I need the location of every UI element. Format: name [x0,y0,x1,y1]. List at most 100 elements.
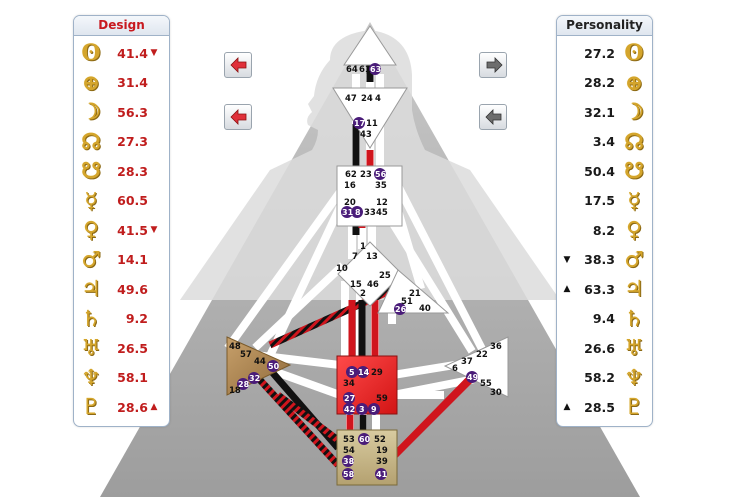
gate-28: 28 [238,380,250,389]
sun-icon: ʘ [624,40,644,66]
activation-value: 26.6 [584,340,615,356]
sun-icon: ʘ [81,40,101,66]
gate-25: 25 [379,271,391,281]
earth-icon: ⊕ [624,69,644,96]
moon-icon: ☽ [81,99,101,125]
gate-20: 20 [344,198,356,208]
gate-61: 61 [359,65,371,75]
personality-next-button[interactable] [479,52,507,78]
neptune-icon: ♆ [81,364,101,391]
planet-row: ♂ 14.1 [78,247,160,273]
mars-icon: ♂ [81,246,101,273]
planet-row: ▼38.3♂ [561,247,647,273]
gate-46: 46 [367,280,379,290]
gate-1: 1 [360,242,366,252]
planet-row: 8.2♀ [561,217,647,243]
activation-value: 63.3 [584,281,615,297]
gate-9: 9 [371,405,377,414]
south-node-icon: ☋ [624,158,644,184]
planet-row: ☋28.3 [78,158,160,184]
arrow-left-icon [485,109,502,125]
heart-center [377,269,450,314]
gate-38: 38 [343,457,355,466]
gate-55: 55 [480,379,492,389]
activation-value: 26.5 [117,340,148,356]
planet-row: ☽ 56.3 [78,99,160,125]
activation-value: 58.2 [584,370,615,385]
gate-54: 54 [343,446,355,456]
activation-value: 56.3 [117,104,148,120]
planet-row: ♄ 9.2 [78,306,160,332]
pluto-icon: ♇ [624,394,644,420]
gate-52: 52 [374,435,386,445]
activation-value: 50.4 [584,163,615,179]
gate-8: 8 [355,208,361,217]
planet-row: ♅26.5 [78,335,160,361]
mercury-icon: ☿ [84,187,98,214]
activation-value: 14.1 [117,252,148,267]
design-prev-alt-button[interactable] [224,104,252,130]
activation-value: 9.2 [125,311,148,326]
activation-value: 58.1 [117,370,148,385]
activation-value: 49.6 [117,281,148,297]
gate-4: 4 [375,94,381,104]
activation-value: 17.5 [584,193,615,208]
design-prev-button[interactable] [224,52,252,78]
fixing-marker: ▲ [150,402,158,412]
gate-60: 60 [359,435,371,444]
fixing-marker: ▼ [563,254,571,265]
saturn-icon: ♄ [81,305,101,332]
gate-53: 53 [343,435,355,445]
planet-row: 32.1☽ [561,99,647,125]
personality-prev-button[interactable] [479,104,507,130]
planet-row: ☊27.3 [78,129,160,155]
activation-value: 28.2 [584,75,615,90]
planet-row: 17.5 ☿ [561,188,647,214]
pluto-icon: ♇ [81,394,101,420]
fixing-marker: ▲ [563,284,571,294]
arrow-right-icon [486,57,503,73]
activation-value: 28.5 [584,399,615,415]
planet-row: 3.4 ☊ [561,129,647,155]
planet-row: ▲63.3♃ [561,276,647,302]
gate-40: 40 [419,304,431,314]
mars-icon: ♂ [624,246,644,273]
gate-43: 43 [360,130,372,140]
ajna-center [332,87,408,149]
gate-5: 5 [349,368,355,377]
north-node-icon: ☊ [624,128,644,155]
mercury-icon: ☿ [627,187,641,214]
gate-35: 35 [375,181,387,191]
planet-row: 9.4♄ [561,306,647,332]
gate-37: 37 [461,357,473,367]
activation-value: 41.4 [117,45,148,61]
activation-value: 3.4 [592,134,615,149]
gate-13: 13 [366,252,378,262]
planet-row: ♆ 58.1 [78,365,160,391]
planet-row: ⊕31.4 [78,70,160,96]
gate-33: 33 [364,208,376,218]
activation-value: 8.2 [592,222,615,238]
gate-50: 50 [268,362,280,371]
gate-62: 62 [345,170,357,180]
gate-22: 22 [476,350,488,360]
head-center [343,25,397,66]
south-node-icon: ☋ [81,158,101,184]
venus-icon: ♀ [82,217,100,243]
gate-44: 44 [254,357,266,367]
planet-row: ☿60.5 [78,188,160,214]
gate-63: 63 [370,65,381,74]
gate-2: 2 [360,289,366,299]
g-center [337,241,403,307]
arrow-left-icon [230,57,247,73]
gate-57: 57 [240,350,252,360]
planet-row: ♃49.6 [78,276,160,302]
solar-plexus-center [443,336,509,398]
gate-48: 48 [229,342,241,352]
gate-49: 49 [467,373,479,382]
gate-51: 51 [401,297,413,307]
saturn-icon: ♄ [624,305,644,332]
